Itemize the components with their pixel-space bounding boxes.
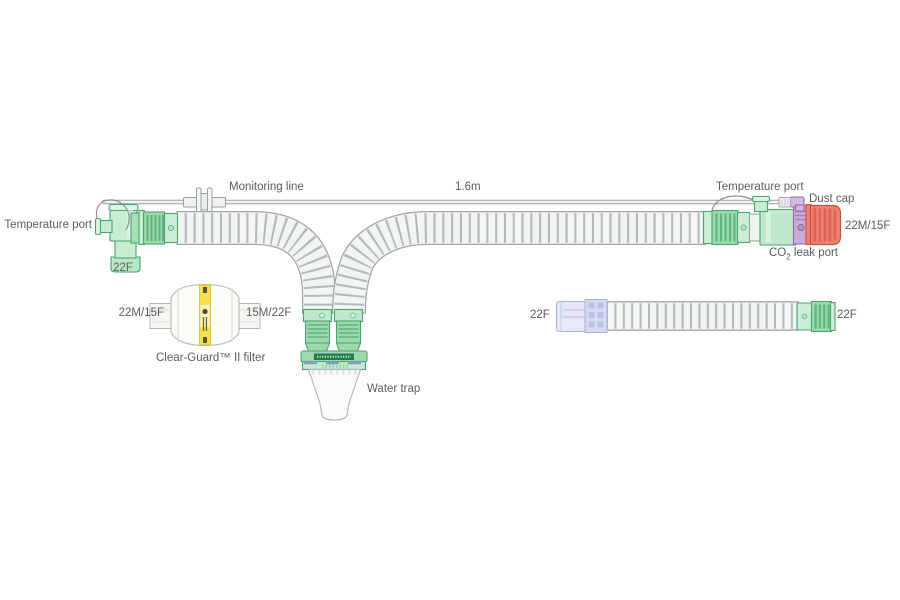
dust-cap xyxy=(778,197,791,208)
patient-end-cap xyxy=(805,203,842,246)
extension-size-left-label: 22F xyxy=(530,309,550,321)
filter-size-right-label: 15M/22F xyxy=(246,307,292,319)
right-catheter-connector xyxy=(702,209,761,246)
dust-cap-label: Dust cap xyxy=(809,193,855,205)
breathing-tube-left-limb xyxy=(176,211,337,315)
left-elbow-connector xyxy=(94,203,141,273)
patient-end-size-label: 22M/15F xyxy=(845,220,891,232)
monitoring-line-connector xyxy=(183,187,226,216)
left-port-cap-lanyard xyxy=(95,199,130,231)
co2-prefix: CO xyxy=(769,247,787,259)
water-trap xyxy=(300,308,368,421)
tube-length-label: 1.6m xyxy=(455,181,481,193)
extension-size-right-label: 22F xyxy=(837,309,857,321)
temperature-port-left-label: Temperature port xyxy=(4,219,92,231)
clear-guard-filter xyxy=(149,283,261,347)
breathing-tube-right-limb xyxy=(332,211,706,315)
filter-name-label: Clear-Guard™ II filter xyxy=(156,352,266,364)
water-trap-label: Water trap xyxy=(367,383,421,395)
monitoring-line-label: Monitoring line xyxy=(229,181,304,193)
co2-leak-port-label: CO2 leak port xyxy=(769,246,839,262)
left-catheter-connector xyxy=(130,209,179,246)
temperature-port-right-label: Temperature port xyxy=(716,181,804,193)
extension-right-connector xyxy=(796,300,836,333)
extension-left-connector xyxy=(555,298,608,334)
filter-size-left-label: 22M/15F xyxy=(118,307,164,319)
co2-subscript: 2 xyxy=(786,252,791,262)
right-port-cap-lanyard xyxy=(711,195,754,211)
right-temperature-port-body xyxy=(751,195,797,246)
elbow-size-label: 22F xyxy=(113,262,133,274)
co2-suffix: leak port xyxy=(790,247,839,259)
